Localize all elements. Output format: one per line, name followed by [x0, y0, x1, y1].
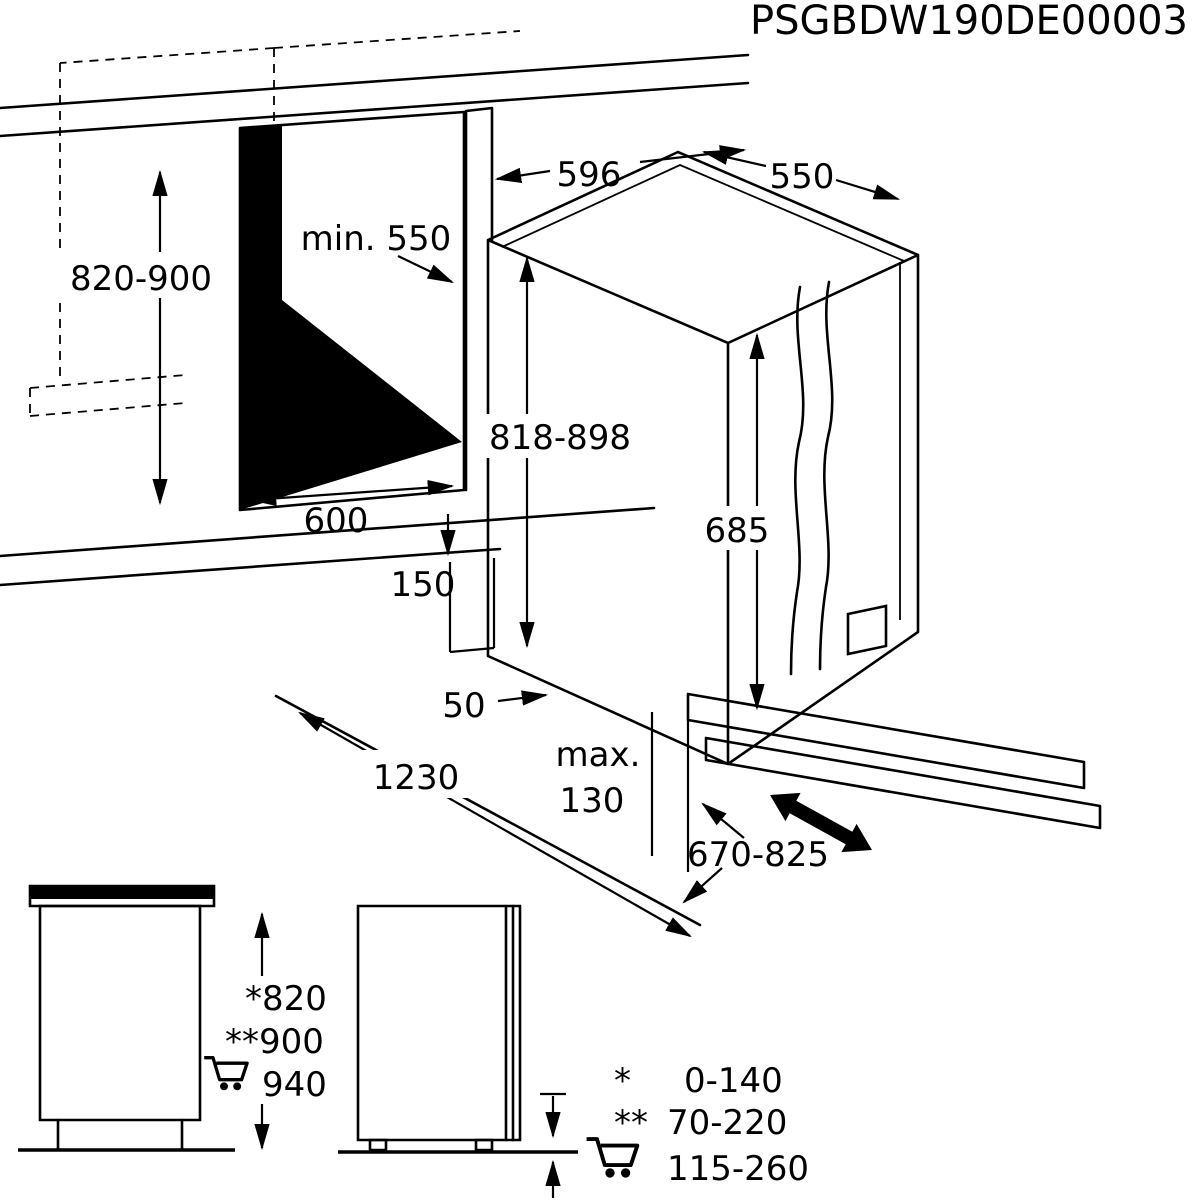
dim-plinth-depth-label: 670-825 [687, 835, 829, 875]
worktop-slab-outline [28, 884, 216, 908]
cart-wheel-left [605, 1168, 615, 1178]
niche-side-panel [464, 106, 494, 492]
side-view-feet [368, 1138, 494, 1152]
side-view-drawing [338, 904, 578, 1198]
dim-arrow-top-width-right [639, 145, 747, 164]
dim-arrow-niche-width [249, 480, 455, 506]
cabinet-front-outline [38, 904, 202, 1122]
dim-arrow-plinth-depth-lower [682, 867, 723, 904]
slide-direction-arrow-icon [770, 792, 872, 853]
cart-body [586, 1137, 640, 1168]
labels: PSGBDW190DE00003 820-900 min. 550 596 55… [70, 0, 1188, 1189]
niche-shadow [240, 125, 462, 510]
plinth-step-lines [448, 558, 496, 654]
furniture-door-wave-right [818, 280, 834, 671]
shopping-cart-icon [586, 1137, 640, 1178]
legend-value-1: 0-140 [684, 1061, 783, 1101]
height-option-2-label: **900 [225, 1022, 324, 1062]
worktop [0, 53, 750, 138]
legend-value-2: 70-220 [667, 1103, 787, 1143]
dim-niche-depth-label: min. 550 [301, 219, 452, 259]
floor-edge [274, 694, 702, 927]
dim-arrow-top-depth-right [835, 178, 901, 201]
furniture-door-wave-left [789, 285, 805, 676]
dim-open-clearance-label: 1230 [373, 758, 460, 798]
niche-outline [238, 110, 466, 512]
dishwasher-top-inset [501, 164, 905, 620]
height-option-1-label: *820 [245, 979, 327, 1019]
cart-wheel-right [233, 1082, 242, 1091]
cabinet-plinth-lines [56, 1118, 184, 1152]
mask-open-clearance [356, 750, 478, 798]
model-code-label: PSGBDW190DE00003 [750, 0, 1188, 44]
dim-arrow-niche-depth [397, 255, 454, 283]
dim-max-value-label: 130 [560, 781, 625, 821]
plinth-board-upper [686, 692, 1086, 790]
dim-arrow-top-depth-left [701, 149, 767, 168]
floor-and-plinth [274, 692, 1102, 927]
dim-niche-width-label: 600 [304, 501, 369, 541]
label-masks [58, 252, 774, 798]
height-option-3-label: 940 [262, 1065, 327, 1105]
side-view-outline [356, 904, 522, 1142]
cart-body [204, 1056, 249, 1082]
cart-wheel-right [620, 1168, 631, 1178]
dim-max-label: max. [556, 735, 641, 775]
dim-door-height-label: 685 [705, 511, 770, 551]
legend-symbol-2: ** [614, 1103, 648, 1143]
side-view-door-lines [504, 904, 515, 1142]
shopping-cart-icon [204, 1056, 249, 1091]
dim-top-depth-label: 550 [770, 157, 835, 197]
mask-appliance-height [486, 414, 636, 458]
dim-arrow-plinth-depth-upper [701, 802, 745, 839]
dim-arrow-top-width-left [494, 167, 551, 184]
cabinet-base [0, 506, 656, 654]
niche [238, 106, 494, 512]
plinth-gap-lines [650, 712, 690, 872]
cart-wheel-left [220, 1082, 228, 1091]
dim-plinth-min-label: 150 [391, 565, 456, 605]
front-view-drawing [18, 884, 270, 1152]
dim-top-width-label: 596 [557, 155, 622, 195]
mask-door-height [702, 506, 774, 550]
worktop-slab-fill [30, 886, 214, 899]
dim-arrow-side-gap [497, 690, 549, 706]
dim-side-gap-label: 50 [442, 686, 485, 726]
door-bracket [846, 604, 888, 656]
dashed-edges [29, 30, 521, 417]
worktop-front-edges [0, 53, 750, 138]
hidden-cabinet-edges [29, 30, 521, 417]
dim-appliance-height-label: 818-898 [489, 418, 631, 458]
plinth-board-lower [704, 736, 1102, 830]
base-front-edges [0, 506, 656, 587]
dim-niche-height-label: 820-900 [70, 259, 212, 299]
legend-symbol-1: * [614, 1061, 631, 1101]
mask-niche-height [58, 252, 224, 298]
legend-value-3: 115-260 [667, 1149, 809, 1189]
